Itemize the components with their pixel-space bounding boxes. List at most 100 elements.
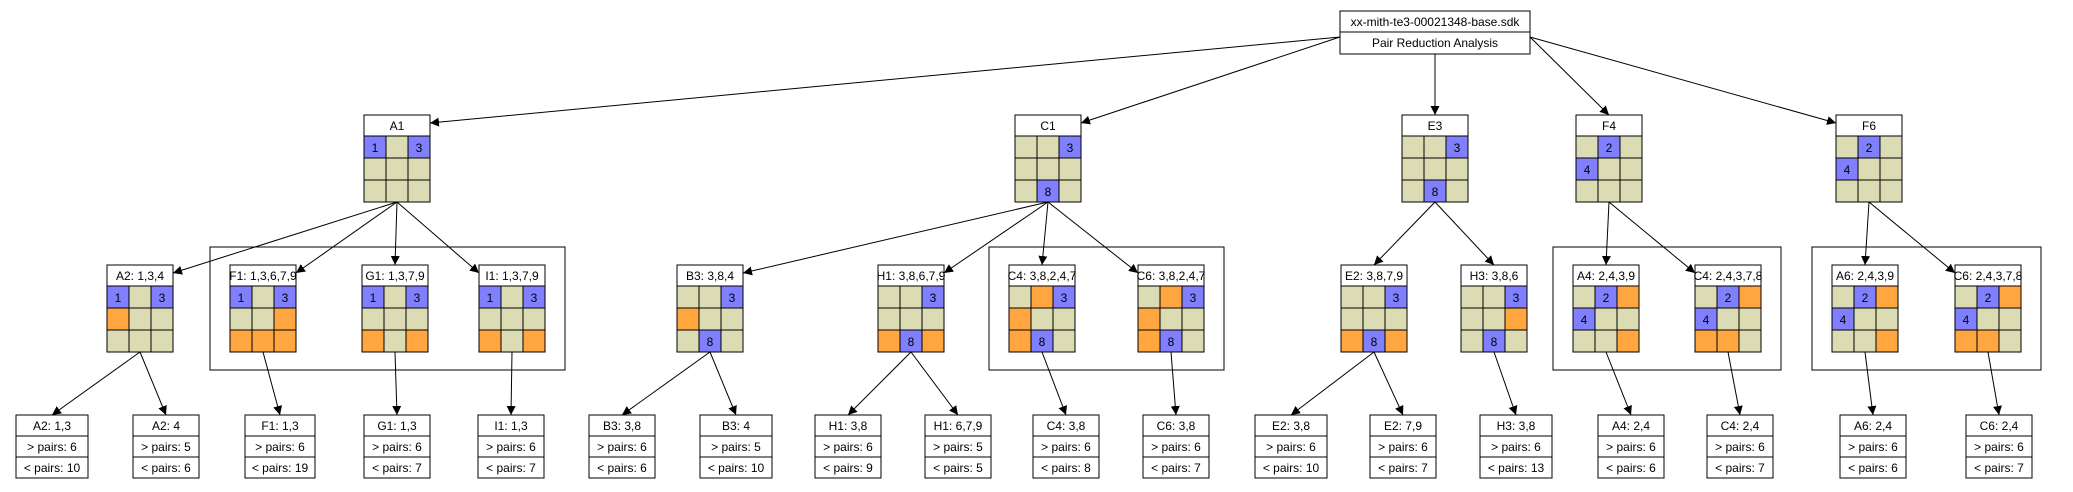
grid-cell — [1875, 307, 1899, 331]
leaf-more-pairs: > pairs: 6 — [372, 440, 422, 454]
leaf-more-pairs: > pairs: 6 — [1606, 440, 1656, 454]
edge-c1-c4 — [1038, 201, 1049, 266]
grid-cell-digit: 8 — [1371, 335, 1378, 349]
edge-a2-l-a2b — [139, 351, 167, 416]
grid-cell — [1362, 307, 1386, 331]
leaf-node-a4: A4: 2,4 > pairs: 6 < pairs: 6 — [1597, 414, 1665, 479]
grid-node-label: F6 — [1862, 119, 1876, 133]
leaf-title: F1: 1,3 — [261, 419, 299, 433]
grid-cell — [1445, 179, 1469, 203]
leaf-node-e2a: E2: 3,8> pairs: 6< pairs: 10 — [1254, 414, 1328, 479]
grid-cell-digit: 8 — [1432, 185, 1439, 199]
grid-cell-digit: 1 — [487, 291, 494, 305]
leaf-fewer-pairs: < pairs: 8 — [1041, 461, 1091, 475]
grid-node-label: E3 — [1428, 119, 1443, 133]
leaf-title: A4: 2,4 — [1612, 419, 1650, 433]
edge-h3-l-h3 — [1493, 351, 1518, 416]
grid-cell-digit: 2 — [1606, 141, 1613, 155]
cluster-grp-c1 — [988, 246, 1225, 371]
edge-b3-l-b3b — [709, 351, 737, 416]
leaf-more-pairs: > pairs: 6 — [1848, 440, 1898, 454]
grid-node-a6: A6: 2,4,3,924 — [1831, 264, 1899, 353]
grid-cell — [1401, 135, 1425, 159]
grid-cell — [1954, 285, 1978, 309]
grid-cell — [405, 307, 429, 331]
grid-cell-digit: 3 — [1513, 291, 1520, 305]
leaf-node-b3b: B3: 4> pairs: 5< pairs: 10 — [699, 414, 773, 479]
grid-cell — [385, 157, 409, 181]
grid-cell-highlight — [1137, 307, 1161, 331]
leaf-fewer-pairs: < pairs: 19 — [252, 461, 309, 475]
edge-g1-l-g1 — [392, 351, 402, 416]
grid-cell — [500, 307, 524, 331]
grid-cell — [720, 307, 744, 331]
grid-cell — [522, 307, 546, 331]
grid-cell-highlight — [1738, 285, 1762, 309]
edge-h1-l-h1a — [847, 351, 912, 416]
leaf-fewer-pairs: < pairs: 6 — [1606, 461, 1656, 475]
grid-cell-digit: 2 — [1725, 291, 1732, 305]
grid-cell-highlight — [1159, 285, 1183, 309]
grid-cell — [385, 135, 409, 159]
grid-cell — [698, 285, 722, 309]
grid-node-label: A1 — [390, 119, 405, 133]
grid-cell-highlight — [106, 307, 130, 331]
grid-cell-digit: 2 — [1862, 291, 1869, 305]
leaf-node-a6: A6: 2,4> pairs: 6< pairs: 6 — [1839, 414, 1907, 479]
grid-cell — [1853, 329, 1877, 353]
grid-cell — [1445, 157, 1469, 181]
grid-cell — [1831, 329, 1855, 353]
grid-cell — [1423, 135, 1447, 159]
leaf-fewer-pairs: < pairs: 10 — [24, 461, 81, 475]
grid-node-label: F1: 1,3,6,7,9 — [229, 269, 297, 283]
grid-cell-digit: 3 — [159, 291, 166, 305]
leaf-more-pairs: > pairs: 6 — [255, 440, 305, 454]
grid-cell — [1014, 157, 1038, 181]
edge-c4-l-c4 — [1041, 351, 1068, 416]
grid-cell-highlight — [478, 329, 502, 353]
grid-cell — [1036, 135, 1060, 159]
grid-cell-highlight — [273, 329, 297, 353]
cluster-grp-f6 — [1811, 246, 2042, 371]
edge-b3-l-b3a — [621, 351, 711, 416]
grid-cell — [1036, 157, 1060, 181]
leaf-more-pairs: > pairs: 6 — [1151, 440, 1201, 454]
edge-root-a1 — [429, 36, 1341, 127]
leaf-fewer-pairs: < pairs: 6 — [141, 461, 191, 475]
grid-cell — [1008, 285, 1032, 309]
grid-cell-highlight — [361, 329, 385, 353]
grid-cell-highlight — [1976, 329, 2000, 353]
grid-node-label: B3: 3,8,4 — [686, 269, 734, 283]
leaf-node-h3: H3: 3,8> pairs: 6< pairs: 13 — [1479, 414, 1553, 479]
edge-e2-l-e2b — [1373, 351, 1404, 416]
leaf-node-c4: C4: 3,8> pairs: 6< pairs: 8 — [1032, 414, 1100, 479]
grid-cell-digit: 8 — [1491, 335, 1498, 349]
grid-cell-highlight — [229, 329, 253, 353]
grid-node-label: C6: 3,8,2,4,7 — [1137, 269, 1206, 283]
grid-cell — [676, 285, 700, 309]
grid-cell-highlight — [1030, 285, 1054, 309]
grid-node-label: F4 — [1602, 119, 1616, 133]
leaf-more-pairs: > pairs: 5 — [141, 440, 191, 454]
grid-cell — [1058, 157, 1082, 181]
leaf-more-pairs: > pairs: 6 — [1974, 440, 2024, 454]
grid-cell — [1738, 329, 1762, 353]
leaf-fewer-pairs: < pairs: 10 — [1263, 461, 1320, 475]
leaf-more-pairs: > pairs: 6 — [1715, 440, 1765, 454]
grid-cell-digit: 1 — [238, 291, 245, 305]
grid-cell-digit: 3 — [282, 291, 289, 305]
leaf-title: H1: 6,7,9 — [934, 419, 983, 433]
leaf-node-i1: I1: 1,3> pairs: 6< pairs: 7 — [477, 414, 545, 479]
grid-cell — [385, 179, 409, 203]
leaf-fewer-pairs: < pairs: 6 — [597, 461, 647, 475]
edge-f6-a6 — [1861, 201, 1871, 266]
grid-cell-digit: 8 — [908, 335, 915, 349]
leaf-title: H1: 3,8 — [829, 419, 868, 433]
leaf-fewer-pairs: < pairs: 7 — [1151, 461, 1201, 475]
grid-cell — [1616, 307, 1640, 331]
leaf-node-g1: G1: 1,3> pairs: 6< pairs: 7 — [363, 414, 431, 479]
